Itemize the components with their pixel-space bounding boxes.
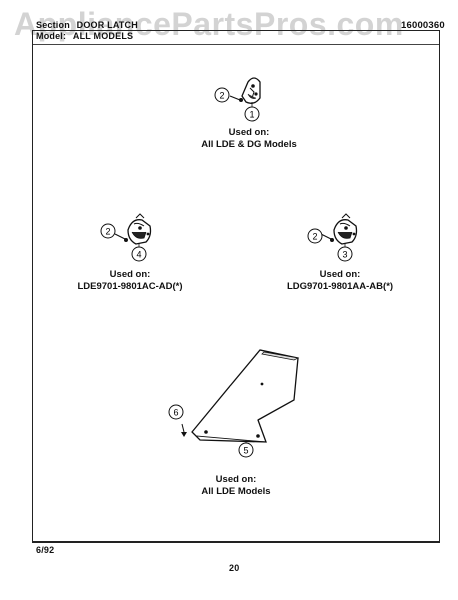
caption-used-on: Used on: <box>228 127 270 138</box>
mounting-bracket-icon <box>191 349 300 443</box>
callout-number: 2 <box>312 232 317 242</box>
latch-part-3-drawing: 2 3 <box>307 213 358 262</box>
latch-assembly-icon <box>333 213 358 245</box>
bracket-part-5-drawing: 6 5 <box>168 349 300 458</box>
section-label-row: Section DOOR LATCH <box>36 20 138 30</box>
caption-used-on: Used on: <box>319 269 361 280</box>
callout-number: 6 <box>173 408 178 418</box>
screw-icon <box>320 233 334 242</box>
caption-models: All LDE & DG Models <box>201 139 297 150</box>
model-label: Model: <box>36 31 67 41</box>
callout-number: 3 <box>342 250 347 260</box>
section-label: Section <box>36 20 70 30</box>
doc-number: 16000360 <box>401 20 445 31</box>
callout-number: 1 <box>249 110 254 120</box>
caption-used-on: Used on: <box>109 269 151 280</box>
header-divider <box>32 44 440 45</box>
screw-icon <box>114 233 128 242</box>
latch-part-1-drawing: 2 1 <box>214 77 261 122</box>
part-3-caption: Used on: LDG9701-9801AA-AB(*) <box>287 269 393 293</box>
latch-bracket-icon <box>241 77 261 104</box>
screw-icon <box>181 423 187 437</box>
footer-divider <box>32 542 440 543</box>
callout-number: 5 <box>243 446 248 456</box>
parts-diagram-frame <box>32 30 440 542</box>
callout-circle <box>100 223 116 239</box>
watermark-text: AppliancePartsPros.com <box>14 6 404 42</box>
caption-models: LDE9701-9801AC-AD(*) <box>77 281 183 292</box>
model-value: ALL MODELS <box>72 31 134 41</box>
part-1-caption: Used on: All LDE & DG Models <box>201 127 297 151</box>
revision-date: 6/92 <box>36 545 55 555</box>
callout-number: 4 <box>136 250 141 260</box>
callout-circle <box>307 228 323 244</box>
model-label-row: Model: ALL MODELS <box>36 31 133 41</box>
latch-part-4-drawing: 2 4 <box>100 213 152 262</box>
callout-circle <box>168 404 184 420</box>
screw-icon <box>229 95 243 102</box>
caption-used-on: Used on: <box>215 474 257 485</box>
callout-number: 2 <box>105 227 110 237</box>
caption-models: All LDE Models <box>201 486 271 497</box>
part-5-caption: Used on: All LDE Models <box>201 474 270 498</box>
page-number: 20 <box>229 563 240 573</box>
callout-circle <box>214 87 230 103</box>
latch-assembly-icon <box>127 213 152 245</box>
part-4-caption: Used on: LDE9701-9801AC-AD(*) <box>77 269 182 293</box>
callout-number: 2 <box>219 91 224 101</box>
section-name: DOOR LATCH <box>76 20 138 30</box>
caption-models: LDG9701-9801AA-AB(*) <box>286 281 394 292</box>
